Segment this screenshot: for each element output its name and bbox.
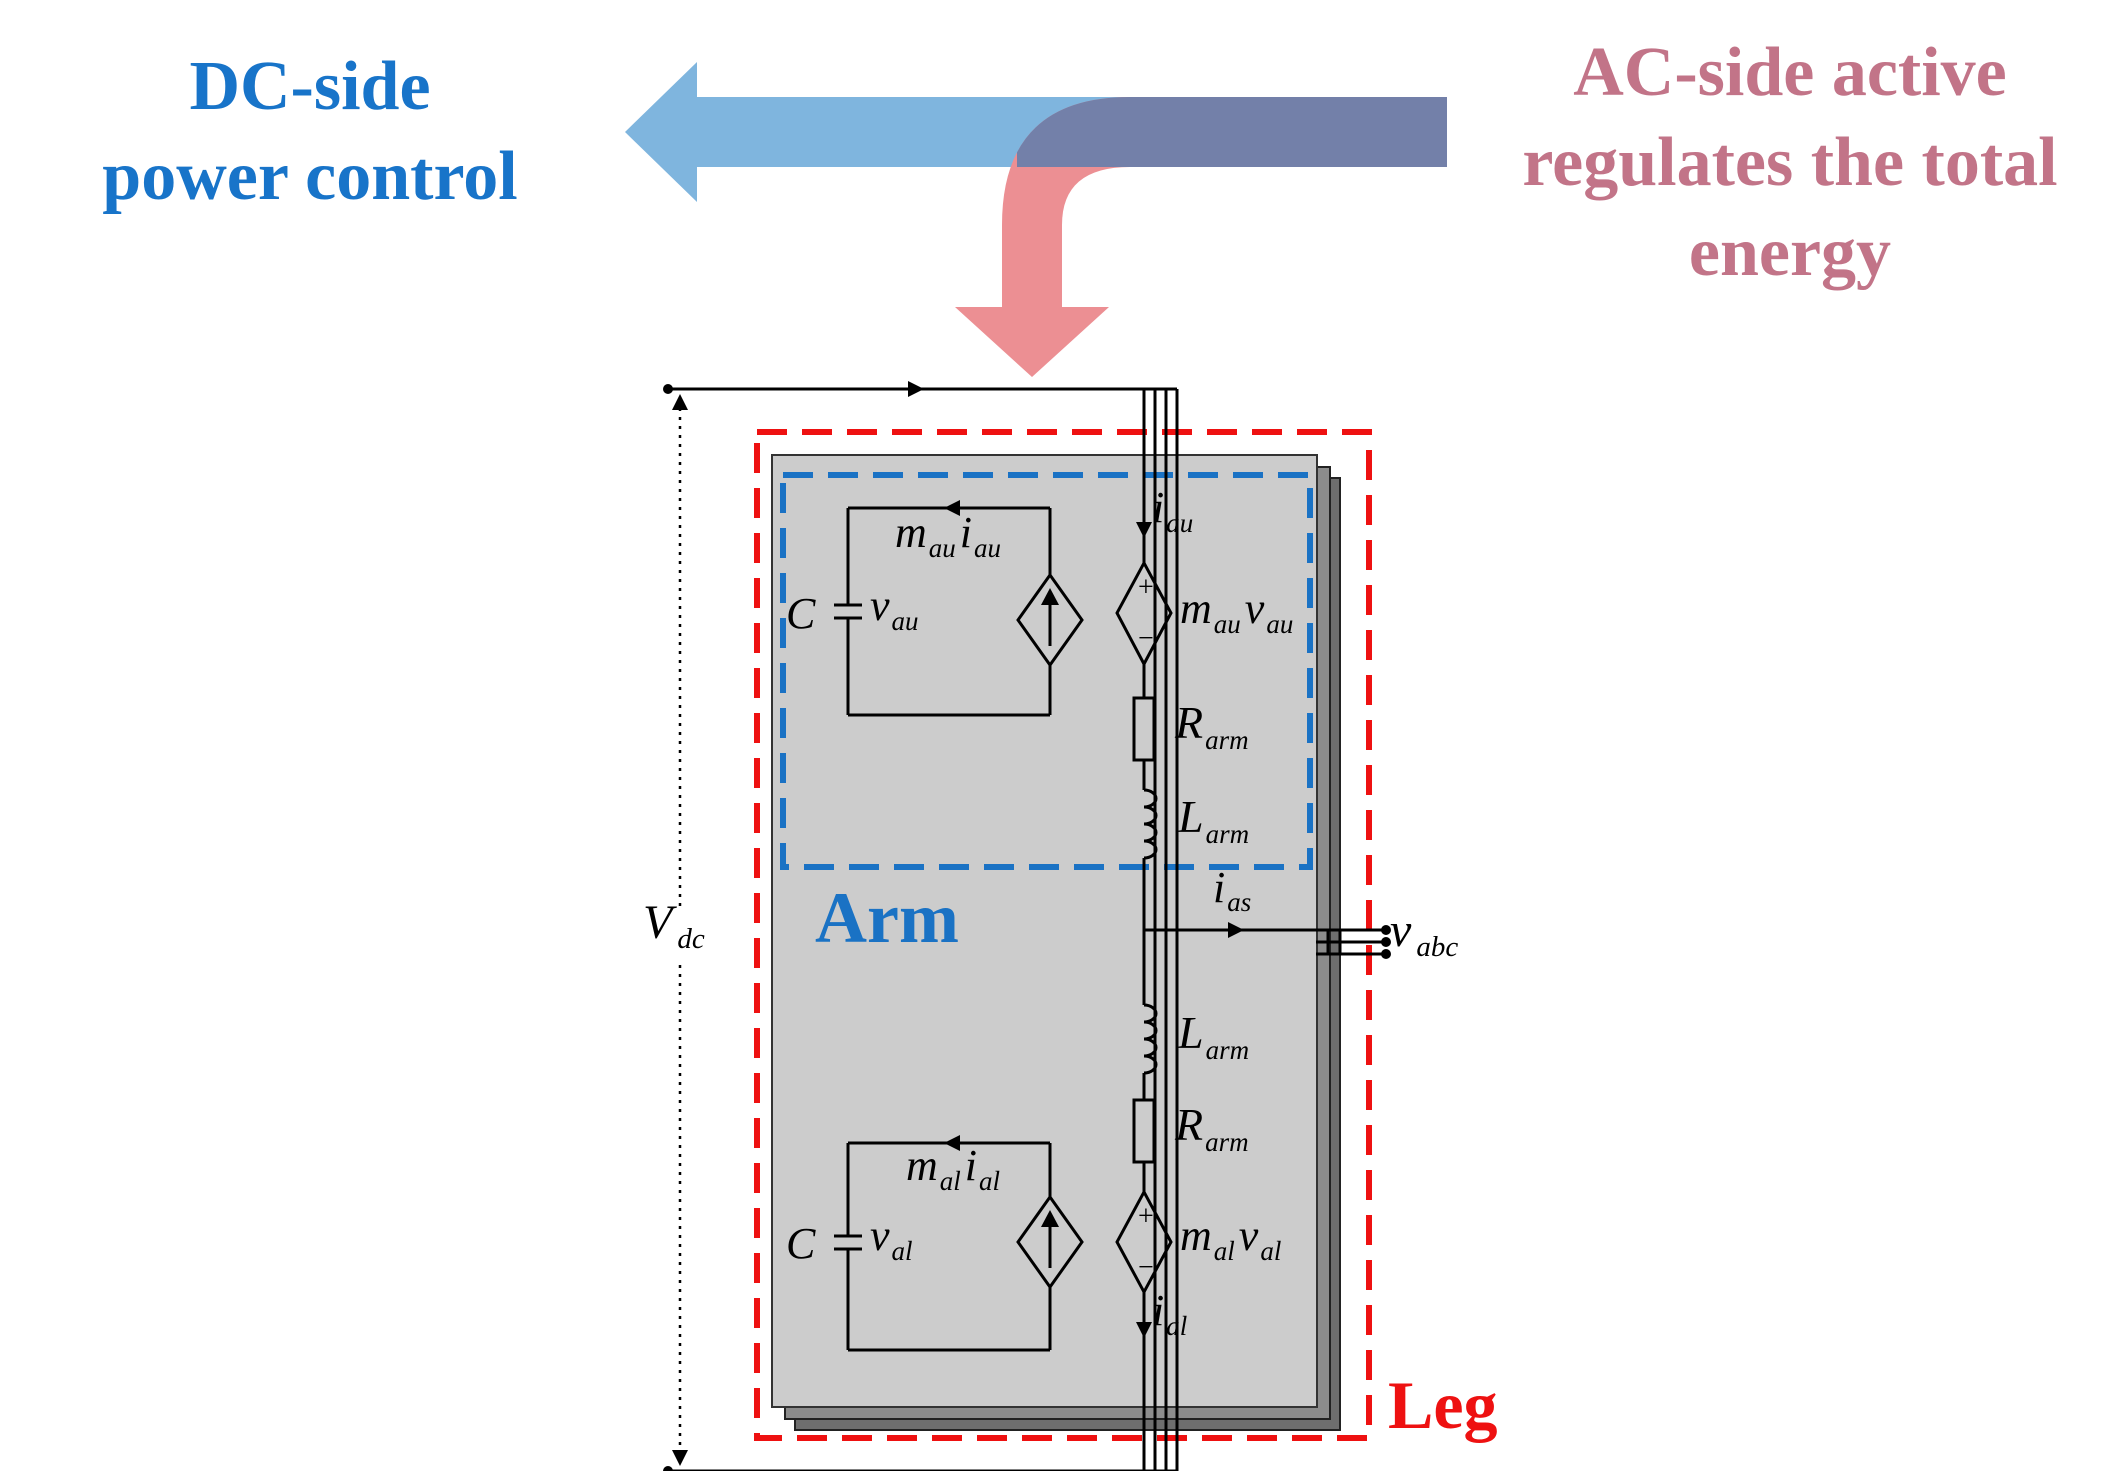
lower-loop-arrow — [944, 1135, 960, 1151]
upper-submodule-loop — [834, 506, 1052, 717]
upper-inductor-label: Larm — [1177, 791, 1249, 849]
lower-voltage-source-label: malval — [1180, 1211, 1281, 1266]
lower-inductor — [1143, 1003, 1158, 1075]
upper-vs-plus: + — [1138, 572, 1154, 603]
iau-arrow — [1136, 522, 1152, 538]
dc-current-arrow — [908, 381, 924, 397]
upper-current-source — [1016, 572, 1084, 668]
upper-resistor-label: Rarm — [1174, 697, 1249, 755]
upper-voltage-source — [1115, 559, 1173, 668]
arm-boundary — [780, 472, 1313, 870]
lower-inductor-label: Larm — [1177, 1007, 1249, 1065]
upper-voltage-source-label: mauvau — [1180, 584, 1293, 639]
dc-negative-node — [663, 1466, 673, 1471]
lower-vs-minus: − — [1138, 1252, 1154, 1283]
upper-loop-arrow — [944, 500, 960, 516]
ac-side-heading: AC-side active regulates the total energ… — [1480, 28, 2100, 298]
upper-vs-minus: − — [1138, 623, 1154, 654]
ac-side-heading-line-1: AC-side active — [1573, 34, 2007, 111]
lower-resistor-label: Rarm — [1174, 1099, 1249, 1157]
vdc-arrow-bottom — [672, 1450, 688, 1466]
lower-cap-label: C — [786, 1219, 816, 1268]
lower-current-source — [1016, 1194, 1084, 1290]
dc-side-heading-line-2: power control — [102, 138, 518, 215]
overlap-region — [1017, 97, 1447, 167]
ial-label: ial — [1152, 1286, 1187, 1341]
ias-arrow — [1228, 922, 1244, 938]
ias-label: ias — [1213, 863, 1251, 917]
dc-side-heading: DC-side power control — [40, 42, 580, 222]
ial-arrow — [1136, 1322, 1152, 1338]
lower-resistor — [1132, 1098, 1156, 1164]
upper-resistor — [1132, 696, 1156, 762]
upper-current-source-label: mauiau — [895, 508, 1001, 563]
upper-inductor — [1143, 788, 1158, 860]
lower-current-source-label: malial — [906, 1141, 1000, 1196]
lower-vs-plus: + — [1138, 1201, 1154, 1232]
ac-side-heading-line-3: energy — [1688, 214, 1892, 291]
lower-cap-voltage-label: val — [870, 1211, 913, 1266]
ac-side-heading-line-2: regulates the total — [1522, 124, 2058, 201]
arm-label: Arm — [815, 878, 959, 958]
leg-label: Leg — [1388, 1367, 1498, 1443]
upper-cap-voltage-label: vau — [870, 581, 919, 636]
iau-label: iau — [1152, 483, 1193, 538]
upper-cap-label: C — [786, 589, 816, 638]
dc-positive-node — [663, 384, 673, 394]
lower-voltage-source — [1115, 1188, 1173, 1296]
vdc-arrow-top — [672, 394, 688, 410]
dc-side-heading-line-1: DC-side — [189, 48, 431, 125]
